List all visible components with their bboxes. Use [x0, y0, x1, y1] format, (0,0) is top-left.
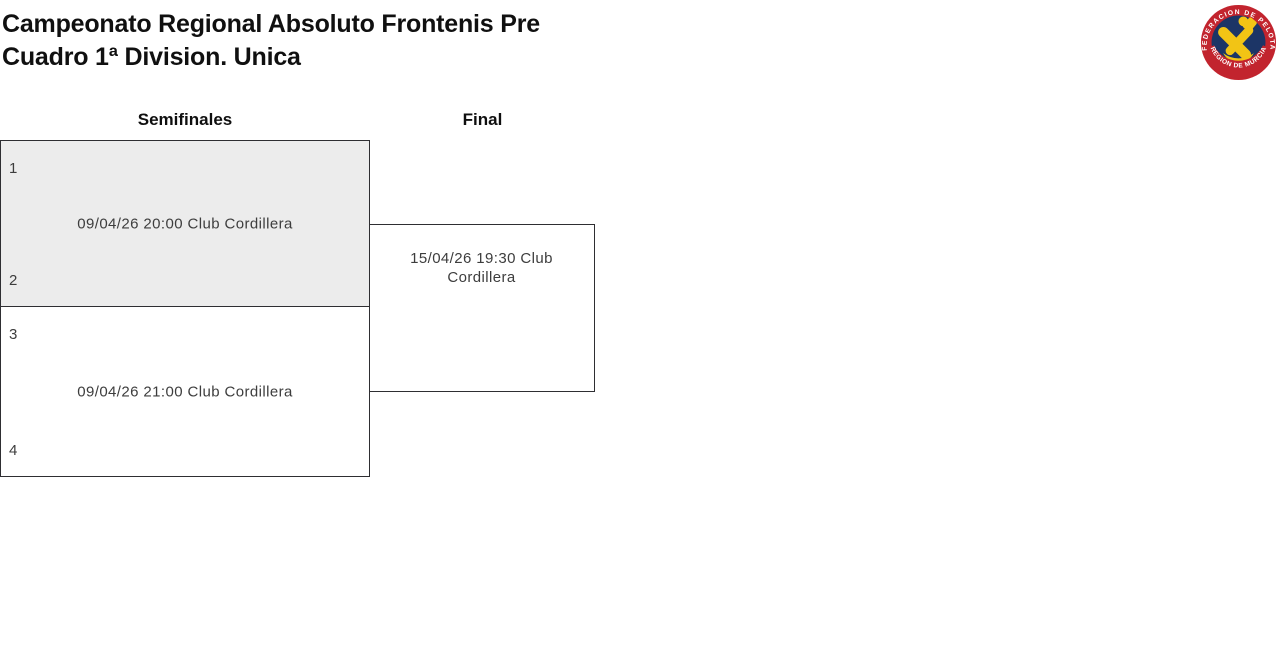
slot-number-1: 1	[9, 160, 18, 177]
slot-number-2: 2	[9, 272, 18, 289]
slot-number-3: 3	[9, 326, 18, 343]
page-title-line2: Cuadro 1ª Division. Unica	[2, 43, 301, 71]
slot-number-4: 4	[9, 442, 18, 459]
federation-logo: FEDERACION DE PELOTA REGION DE MURCIA	[1200, 4, 1277, 81]
logo-bottom-band	[1205, 45, 1272, 71]
match-semifinal-2: 3 09/04/26 21:00 Club Cordillera 4	[0, 307, 370, 477]
match-semifinal-1: 1 09/04/26 20:00 Club Cordillera 2	[0, 140, 370, 307]
page-title-line1: Campeonato Regional Absoluto Frontenis P…	[2, 10, 540, 38]
round-label-final: Final	[462, 110, 503, 129]
match-info: 15/04/26 19:30 Club Cordillera	[410, 250, 553, 286]
round-label-semifinales: Semifinales	[137, 110, 233, 129]
match-final: 15/04/26 19:30 Club Cordillera	[368, 224, 595, 392]
page-title: Campeonato Regional Absoluto Frontenis P…	[2, 8, 540, 74]
match-info: 09/04/26 20:00 Club Cordillera	[77, 215, 293, 232]
match-info: 09/04/26 21:00 Club Cordillera	[77, 383, 293, 400]
